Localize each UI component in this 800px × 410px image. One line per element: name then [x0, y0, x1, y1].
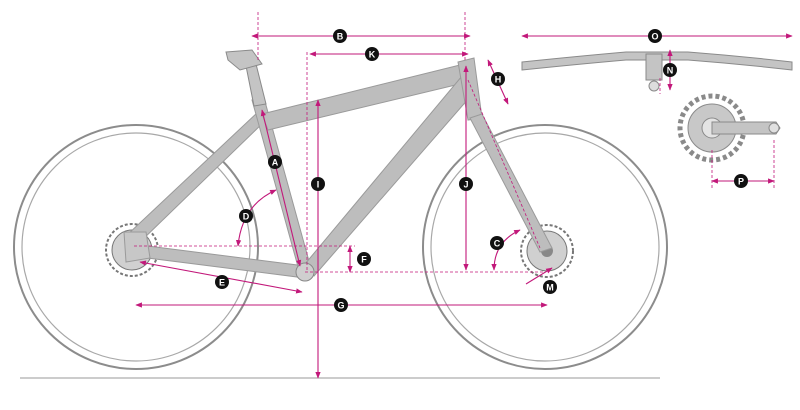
svg-text:B: B	[337, 32, 344, 42]
dim-c-arc	[491, 229, 521, 271]
svg-text:E: E	[219, 278, 225, 288]
svg-text:F: F	[361, 255, 367, 265]
badge-o: O	[648, 29, 662, 43]
badge-k: K	[365, 47, 379, 61]
badge-h: H	[491, 72, 505, 86]
svg-text:C: C	[494, 239, 501, 249]
front-disc-rotor	[520, 224, 574, 278]
crankset-detail	[677, 93, 781, 163]
badge-j: J	[459, 177, 473, 191]
badge-n: N	[663, 63, 677, 77]
svg-text:I: I	[317, 180, 320, 190]
svg-text:H: H	[495, 75, 502, 85]
badge-a: A	[268, 155, 282, 169]
svg-text:J: J	[463, 180, 468, 190]
rear-wheel	[13, 124, 259, 370]
badge-c: C	[490, 236, 504, 250]
badge-f: F	[357, 252, 371, 266]
svg-text:A: A	[272, 158, 279, 168]
dim-a-line	[260, 109, 302, 267]
seatpost	[225, 49, 267, 107]
steerer	[648, 80, 660, 92]
svg-text:P: P	[738, 177, 744, 187]
bike-frame	[123, 57, 553, 282]
chainstay	[131, 243, 306, 279]
badge-i: I	[311, 177, 325, 191]
svg-text:O: O	[651, 32, 658, 42]
svg-text:N: N	[667, 66, 674, 76]
stem	[645, 53, 663, 81]
front-wheel	[422, 124, 668, 370]
handlebar-detail	[521, 51, 793, 92]
svg-text:D: D	[243, 212, 250, 222]
badge-e: E	[215, 275, 229, 289]
seatstay	[125, 111, 267, 245]
badge-p: P	[734, 174, 748, 188]
rear-dropout	[123, 231, 151, 263]
saddle	[225, 49, 263, 71]
dim-m-line	[525, 267, 553, 285]
svg-text:G: G	[337, 301, 344, 311]
badge-d: D	[239, 209, 253, 223]
badge-m: M	[543, 280, 557, 294]
svg-text:K: K	[369, 50, 376, 60]
label-badges: B K H A I J D C F E M G O N P	[215, 29, 748, 312]
badge-b: B	[333, 29, 347, 43]
fork	[469, 113, 553, 253]
svg-text:M: M	[546, 283, 554, 293]
badge-g: G	[334, 298, 348, 312]
